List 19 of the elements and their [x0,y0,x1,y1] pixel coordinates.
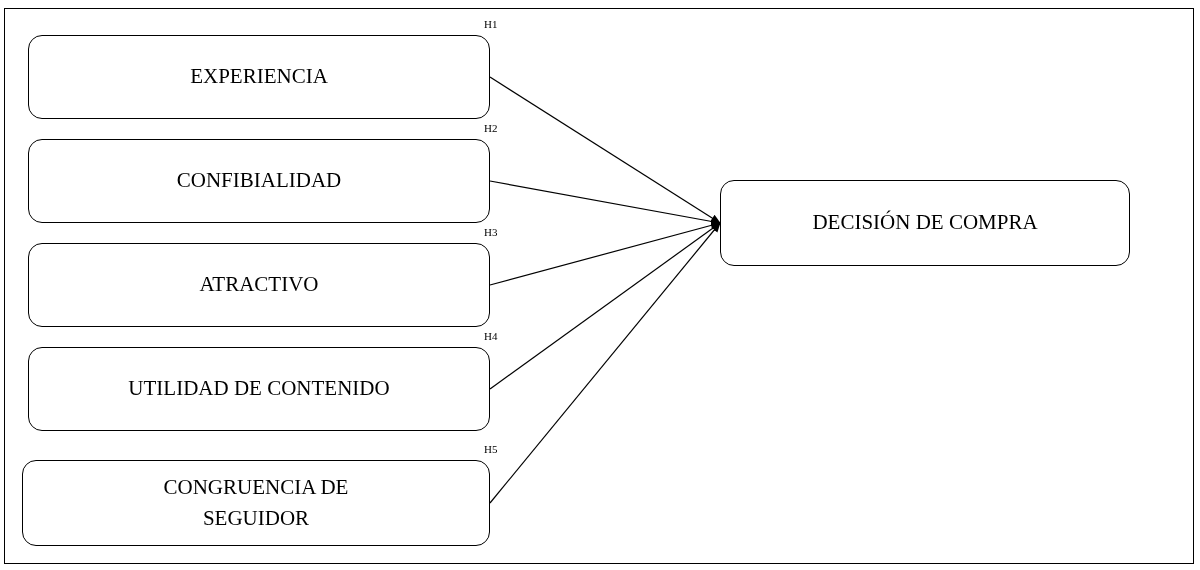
edge-label: H3 [484,227,498,238]
concept-label: CONFIBIALIDAD [176,167,342,195]
arrow [489,222,721,504]
concept-box [28,139,490,223]
concept-label: UTILIDAD DE CONTENIDO [128,375,390,403]
edge-label: H4 [484,331,498,342]
concept-label: DECISIÓN DE COMPRA [812,209,1038,237]
concept-box [28,35,490,119]
concept-box [720,180,1130,266]
arrow [489,76,721,224]
concept-label: ATRACTIVO [199,271,319,299]
edge-label: H2 [484,123,498,134]
concept-box [28,347,490,431]
concept-label: EXPERIENCIA [190,63,328,91]
concept-label: CONGRUENCIA DE SEGUIDOR [162,473,350,532]
concept-box [28,243,490,327]
edge-label: H5 [484,444,498,455]
concept-box [22,460,490,546]
edge-label: H1 [484,19,498,30]
